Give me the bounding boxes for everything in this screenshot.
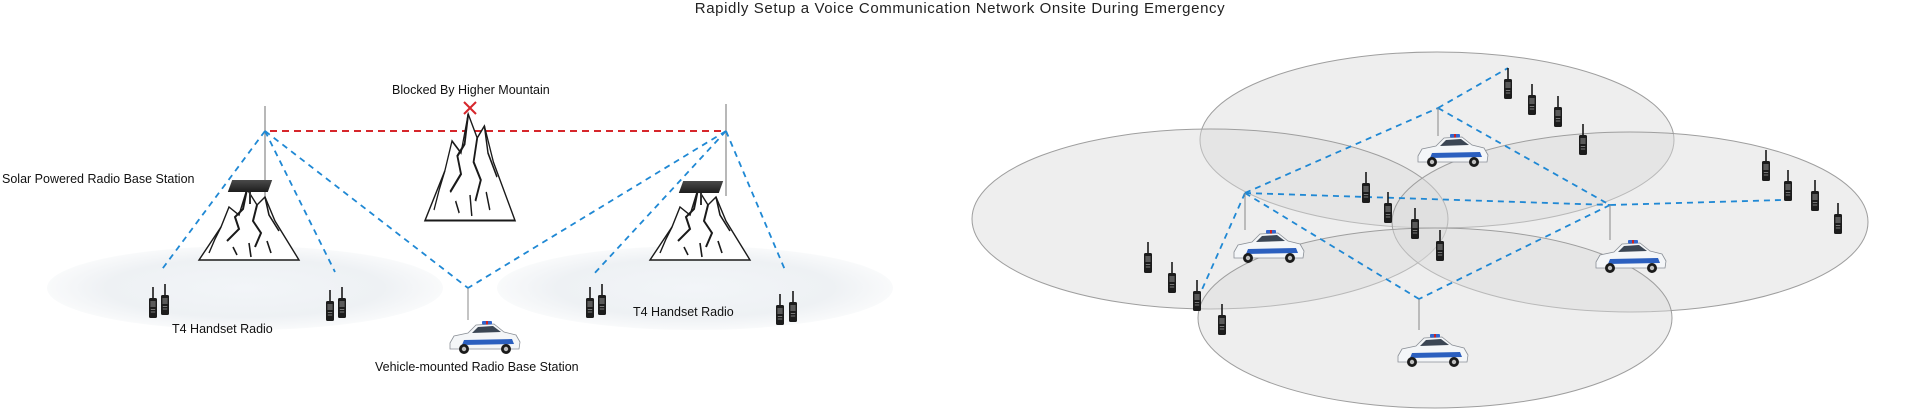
diagram-title: Rapidly Setup a Voice Communication Netw…	[694, 0, 1226, 17]
coverage-cell-bottom	[1197, 227, 1673, 409]
vehicle-station-label: Vehicle-mounted Radio Base Station	[375, 360, 579, 374]
vehicle-base-station	[449, 320, 521, 355]
solar-base-station-left	[198, 180, 300, 261]
blocked-label: Blocked By Higher Mountain	[392, 83, 550, 97]
radio-links-left-scene	[159, 130, 786, 289]
handset-label-right: T4 Handset Radio	[633, 305, 734, 319]
higher-mountain	[423, 112, 517, 222]
solar-base-station-right	[649, 181, 751, 261]
coverage-cell-left	[971, 128, 1449, 310]
blocked-x-icon	[463, 101, 477, 115]
mesh-links	[1199, 67, 1783, 300]
coverage-cell-right	[1391, 131, 1869, 313]
left-scenario	[47, 101, 893, 355]
solar-station-label: Solar Powered Radio Base Station	[2, 172, 195, 186]
right-scenario	[971, 51, 1869, 409]
handset-label-left: T4 Handset Radio	[172, 322, 273, 336]
